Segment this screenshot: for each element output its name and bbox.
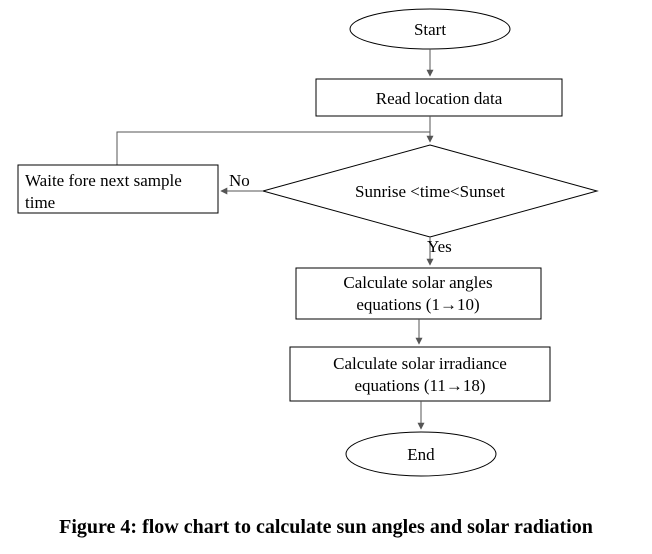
end-label: End [407,445,435,464]
end-terminal [345,431,497,477]
decision-label: Sunrise <time<Sunset [355,182,505,201]
yes-label: Yes [427,237,452,256]
read-location-box [315,78,563,117]
start-label: Start [414,20,446,39]
calc-irradiance-line2: equations (11→18) [354,376,485,395]
wait-label-line1: Waite fore next sample [25,171,182,190]
calc-angles-line1: Calculate solar angles [343,273,492,292]
calc-irradiance-box [289,346,551,402]
wait-label-line2: time [25,193,55,212]
figure-caption: Figure 4: flow chart to calculate sun an… [59,516,593,538]
edge-loop-back [116,131,430,165]
calc-irradiance-line1: Calculate solar irradiance [333,354,507,373]
calc-angles-line2: equations (1→10) [356,295,479,314]
calc-angles-box [295,267,542,320]
read-location-label: Read location data [376,89,503,108]
no-label: No [229,171,250,190]
wait-box [17,164,219,214]
